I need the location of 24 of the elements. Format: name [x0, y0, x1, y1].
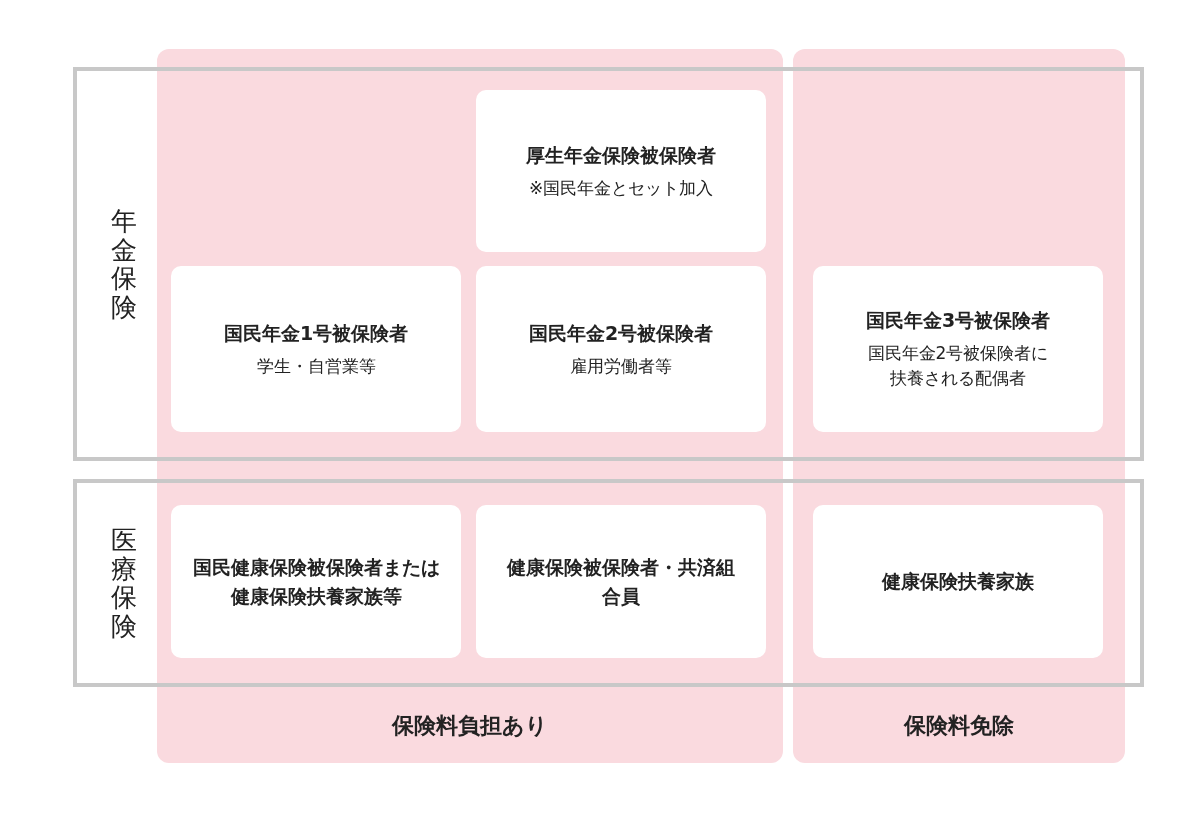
insurer-card: [813, 266, 1103, 432]
row-label: 年金保険: [111, 206, 137, 322]
insurer-card: [171, 505, 461, 658]
card-note: 雇用労働者等: [570, 354, 672, 378]
row-label: 医療保険: [111, 525, 137, 641]
insurer-card: [476, 505, 766, 658]
card-heading: 国民年金2号被保険者: [528, 321, 714, 346]
card-heading: 厚生年金保険被保険者: [526, 143, 716, 168]
card-heading: 国民年金1号被保険者: [223, 321, 409, 346]
card-note: 学生・自営業等: [256, 354, 376, 378]
insurance-row-frame: [73, 67, 1144, 461]
card-heading: 健康保険扶養家族: [882, 569, 1034, 595]
panel-label: 保険料免除: [902, 712, 1015, 740]
insurer-card: [476, 266, 766, 432]
card-note: 国民年金2号被保険者に扶養される配偶者: [866, 341, 1050, 391]
insurer-card: [171, 266, 461, 432]
card-heading: 国民年金3号被保険者: [865, 308, 1051, 334]
insurer-card: [813, 505, 1103, 658]
card-heading: 国民健康保険被保険者または健康保険扶養家族等: [191, 555, 441, 609]
insurer-card: [476, 90, 766, 252]
card-heading: 健康保険被保険者・共済組合員: [507, 555, 735, 609]
panel-label: 保険料負担あり: [390, 712, 549, 740]
insurance-row-frame: [73, 479, 1144, 687]
card-note: ※国民年金とセット加入: [528, 176, 714, 200]
